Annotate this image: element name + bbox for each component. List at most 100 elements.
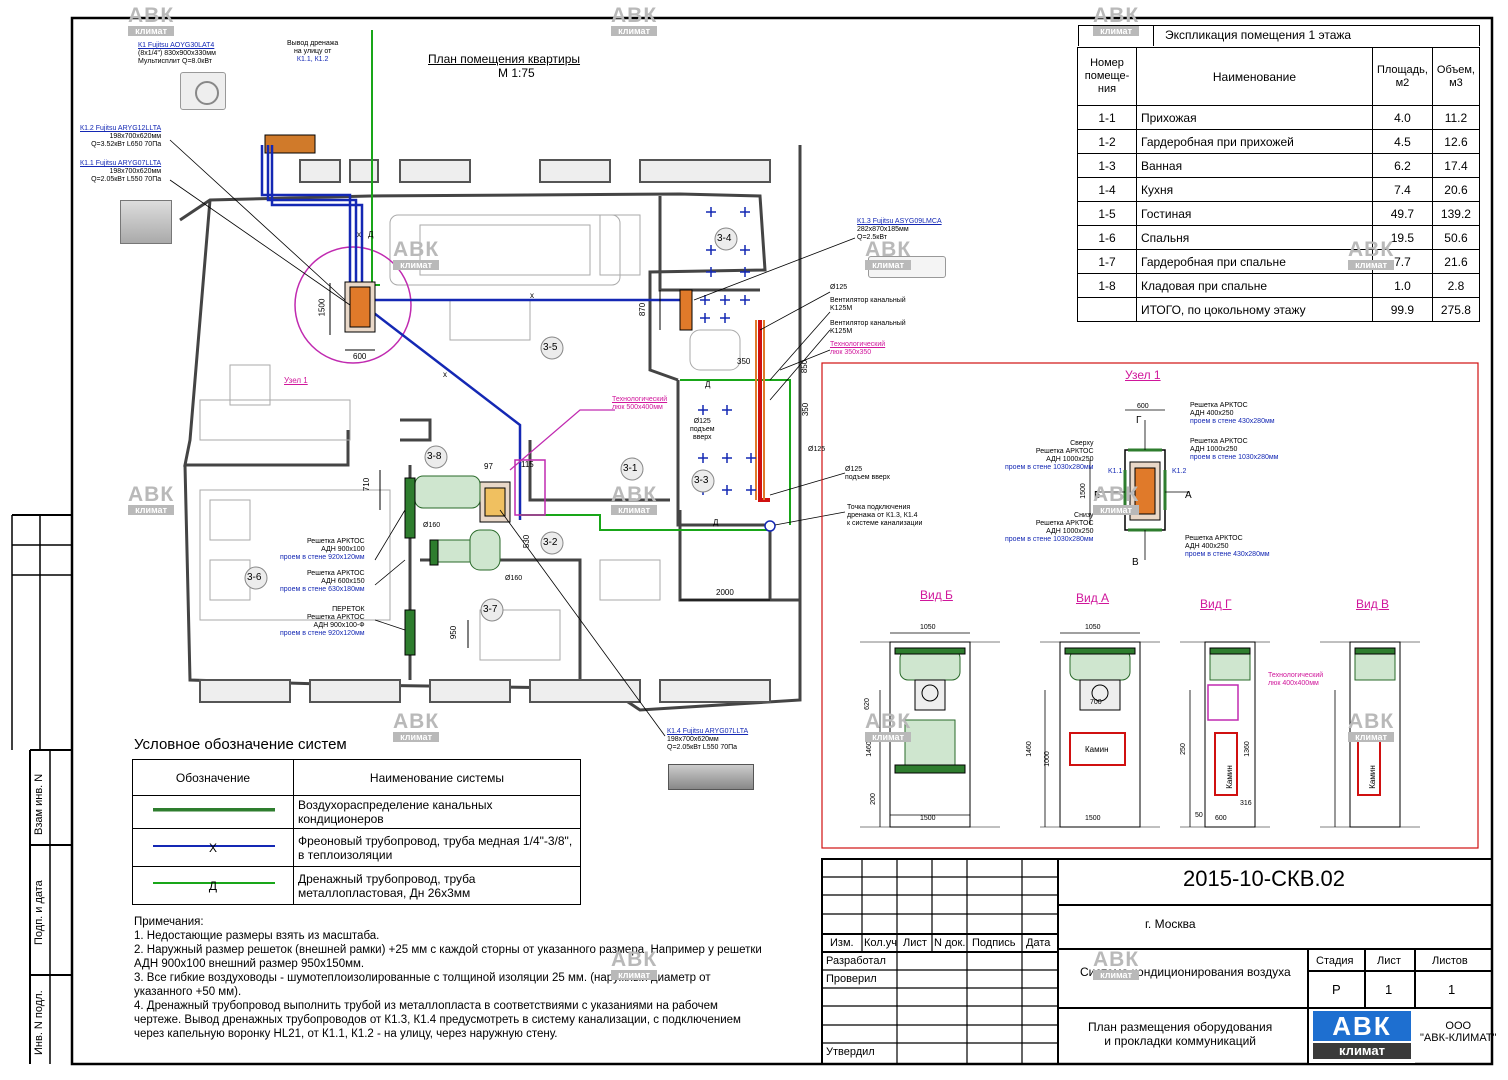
stamp-col-koluch: Кол.уч	[864, 937, 897, 949]
view-a: Вид А	[1076, 591, 1110, 605]
freon-mark3: x	[357, 230, 361, 239]
dim-2000: 2000	[716, 588, 734, 597]
room-3-2: 3-2	[543, 537, 558, 548]
explication-title: Экспликация помещения 1 этажа	[1165, 28, 1352, 42]
node-title: Узел 1	[1125, 368, 1161, 382]
stamp-stage: Р	[1332, 982, 1341, 997]
stamp-col-sign: Подпись	[972, 937, 1016, 949]
node-a: А	[1185, 490, 1192, 501]
room-3-6: 3-6	[247, 572, 262, 583]
d125-label: Ø125	[830, 284, 848, 291]
stamp-company: ООО"АВК-КЛИМАТ"	[1420, 1020, 1497, 1044]
d125b-label: Ø125	[808, 446, 826, 453]
plan-title: План помещения квартиры	[428, 52, 581, 66]
dim-600: 600	[353, 352, 367, 361]
room-3-7: 3-7	[483, 604, 498, 615]
stamp-city: г. Москва	[1145, 917, 1196, 931]
legend-row-air: Воздухораспределение канальных кондицион…	[293, 795, 581, 829]
node-dim-1050: 1050	[920, 624, 936, 631]
legend-col2: Наименование системы	[293, 759, 581, 796]
node-dim-1500b: 1500	[1085, 815, 1101, 822]
stamp-role-approve: Утвердил	[826, 1046, 875, 1058]
room-3-1: 3-1	[623, 463, 638, 474]
view-v: Вид В	[1356, 597, 1390, 611]
uzel-label: Узел 1	[284, 376, 308, 385]
node-600: 600	[1137, 403, 1149, 410]
node-dim-600: 600	[1215, 815, 1227, 822]
stamp-col-ndok: N док.	[934, 937, 966, 949]
node-k11: K1.1	[1108, 468, 1123, 475]
dim-350a: 350	[737, 357, 751, 366]
plan-scale: М 1:75	[498, 66, 535, 80]
fireplace-a: Камин	[1085, 745, 1109, 754]
view-b: Вид Б	[920, 588, 953, 602]
outdoor-unit-image	[180, 72, 226, 110]
node-v: В	[1132, 557, 1139, 568]
freon-mark: x	[530, 291, 534, 300]
node-dim-700: 700	[1090, 699, 1102, 706]
legend-row-freon: Фреоновый трубопровод, труба медная 1/4"…	[293, 828, 581, 867]
node-b: Б	[1094, 490, 1101, 501]
expl-h-vol: Объем,м3	[1431, 47, 1481, 106]
dim-115: 115	[521, 460, 534, 469]
stamp-stage-h: Стадия	[1316, 955, 1354, 967]
node-dim-1500: 1500	[920, 815, 936, 822]
expl-h-area: Площадь,м2	[1371, 47, 1433, 106]
ducted-unit-image	[120, 200, 172, 244]
legend-mark-x: Х	[132, 828, 294, 867]
room-3-5: 3-5	[543, 342, 558, 353]
stamp-col-date: Дата	[1026, 937, 1051, 949]
room-3-4: 3-4	[717, 233, 732, 244]
drain-mark: Д	[368, 230, 374, 239]
stamp-sheet-h: Лист	[1377, 955, 1401, 967]
node-dim-1050b: 1050	[1085, 624, 1101, 631]
room-3-3: 3-3	[694, 475, 709, 486]
dim-97: 97	[484, 462, 493, 471]
drain-mark3: Д	[705, 380, 711, 389]
expl-h-name: Наименование	[1136, 47, 1373, 106]
drain-mark2: Д	[713, 518, 719, 527]
node-g: Г	[1136, 415, 1142, 426]
stamp-role-check: Проверил	[826, 973, 877, 985]
d160b-label: Ø160	[505, 575, 523, 582]
legend-mark-d: Д	[132, 866, 294, 905]
node-k12: K1.2	[1172, 468, 1187, 475]
